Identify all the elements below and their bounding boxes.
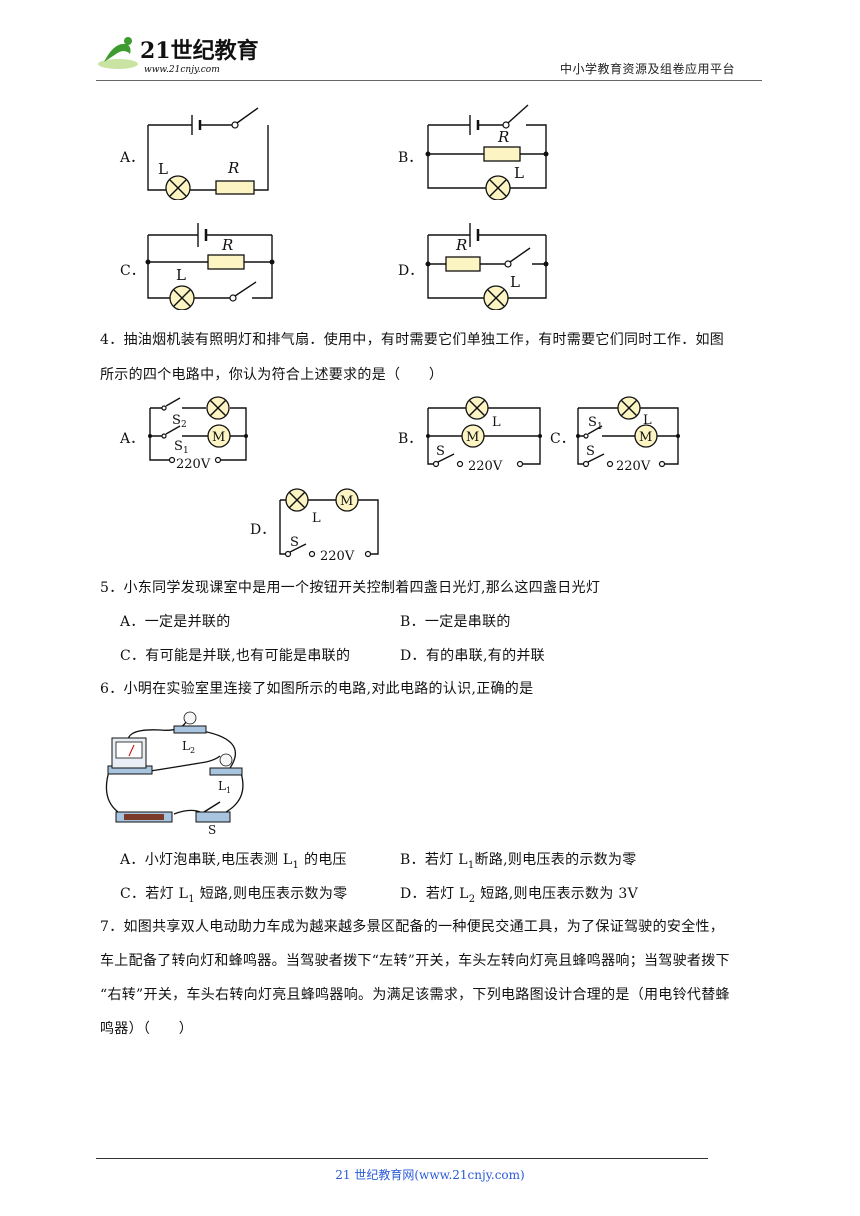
q3-option-d-label: D． [398,263,424,279]
svg-text:S: S [208,823,216,837]
svg-text:L: L [510,273,520,291]
q3-circuit-d: R L [425,223,549,310]
q4-option-b-label: B． [398,431,423,447]
q7-line1: 7．如图共享双人电动助力车成为越来越多景区配备的一种便民交通工具，为了保证驾驶的… [100,919,725,935]
q3-circuit-c: R L [145,223,275,310]
svg-text:S: S [436,444,445,459]
q6-option-c: C．若灯 L1 短路,则电压表示数为零 [120,886,348,905]
q6-option-d: D．若灯 L2 短路,则电压表示数为 3V [400,886,639,905]
svg-text:L: L [182,739,190,753]
logo-main-text: 21世纪教育 [140,38,259,64]
q6-option-b: B．若灯 L1断路,则电压表的示数为零 [400,852,637,871]
q4-stem-line2: 所示的四个电路中，你认为符合上述要求的是（ ） [100,367,444,383]
svg-text:L: L [643,413,652,428]
q7-line4: 鸣器）（ ） [100,1021,194,1037]
svg-text:R: R [455,236,467,254]
svg-text:S: S [588,415,597,430]
svg-text:2: 2 [181,420,187,430]
q3-option-b-label: B． [398,150,423,166]
svg-text:1: 1 [226,786,231,795]
svg-text:L: L [158,160,168,178]
svg-text:S: S [290,535,299,550]
svg-text:S: S [174,439,183,454]
q5-stem: 5．小东同学发现课室中是用一个按钮开关控制着四盏日光灯,那么这四盏日光灯 [100,580,601,596]
svg-text:L: L [514,164,524,182]
q5-option-d: D．有的串联,有的并联 [400,648,545,664]
q3-option-c-label: C． [120,263,145,279]
q4-option-c-label: C． [550,431,575,447]
q4-circuit-b: M L S 220V [426,396,542,474]
q3-option-a-label: A． [120,150,145,166]
q3-circuit-b: R L [425,104,549,200]
q4-option-d-label: D． [250,522,276,538]
logo-sub-text: www.21cnjy.com [144,65,220,75]
q7-line3: “右转”开关，车头右转向灯亮且蜂鸣器响。为满足该需求，下列电路图设计合理的是（用… [100,987,730,1003]
runner-logo-icon: 21世纪教育 www.21cnjy.com [98,37,259,75]
q3-circuit-a: L R [147,107,269,200]
footer-link[interactable]: 21 世纪教育网(www.21cnjy.com) [335,1168,525,1182]
svg-text:1: 1 [597,422,603,432]
q5-option-a: A．一定是并联的 [120,614,231,630]
header-divider [96,80,762,81]
q6-stem: 6．小明在实验室里连接了如图所示的电路,对此电路的认识,正确的是 [100,681,534,697]
svg-text:L: L [312,511,321,526]
footer-divider [96,1158,708,1159]
q7-line2: 车上配备了转向灯和蜂鸣器。当驾驶者拨下“左转”开关，车头左转向灯亮且蜂鸣器响；当… [100,953,730,969]
q5-option-b: B．一定是串联的 [400,614,511,630]
svg-text:S: S [172,413,181,428]
q6-option-a: A．小灯泡串联,电压表测 L1 的电压 [120,852,347,871]
svg-text:220V: 220V [616,459,651,474]
svg-text:1: 1 [183,446,189,456]
svg-text:R: R [497,128,509,146]
svg-text:L: L [492,415,501,430]
svg-text:R: R [221,236,233,254]
svg-text:M: M [466,430,479,445]
svg-text:220V: 220V [176,457,211,472]
svg-text:L: L [176,266,186,284]
q4-stem-line1: 4．抽油烟机装有照明灯和排气扇．使用中，有时需要它们单独工作，有时需要它们同时工… [100,332,725,348]
q4-circuit-d: M L S 220V [279,488,379,564]
q4-option-a-label: A． [120,431,145,447]
svg-text:L: L [218,779,226,793]
svg-text:M: M [639,430,652,445]
svg-text:S: S [586,444,595,459]
q5-option-c: C．有可能是并联,也有可能是串联的 [120,648,351,664]
svg-text:M: M [340,494,353,509]
svg-text:R: R [227,159,239,177]
svg-text:2: 2 [190,746,195,755]
svg-text:220V: 220V [320,549,355,564]
header-right-text: 中小学教育资源及组卷应用平台 [560,62,736,76]
svg-text:M: M [212,430,225,445]
site-logo: 21世纪教育 www.21cnjy.com [96,34,266,80]
svg-text:220V: 220V [468,459,503,474]
